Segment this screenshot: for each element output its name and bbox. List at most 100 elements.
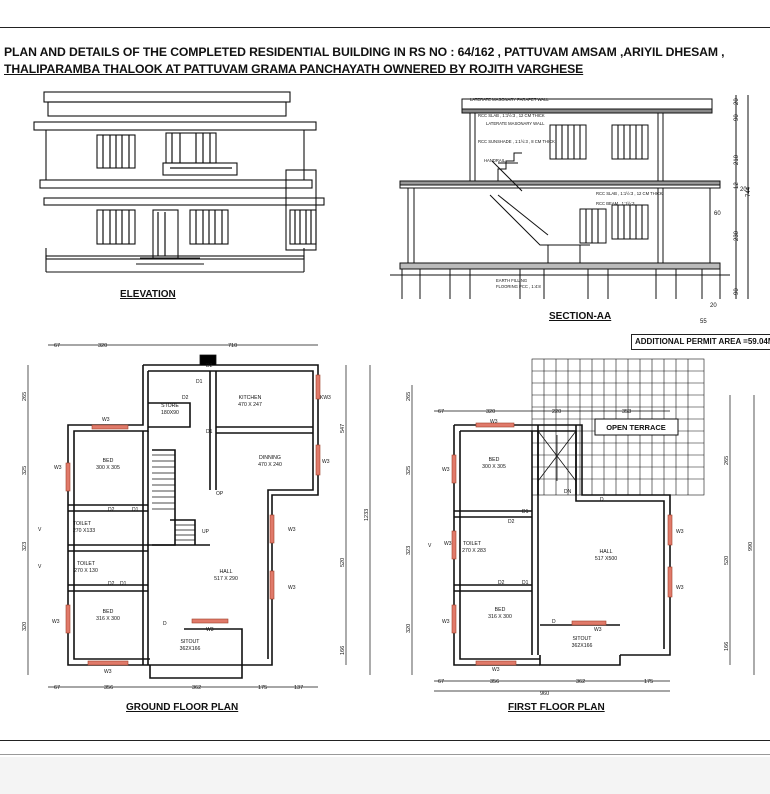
section-note-sunshade: RCC SUNSHADE , 1:1½:3 , 8 CM THICK [478,139,555,144]
gf-vent-tag: V [38,564,42,570]
ff-window-tag: W3 [676,529,684,535]
gf-dim: 520 [340,558,346,567]
section-dim: 90 [734,114,740,121]
ff-toilet-size: 270 X 283 [462,548,486,554]
gf-door-tag: D1 [206,429,213,435]
first-floor-caption: FIRST FLOOR PLAN [508,702,605,713]
section-dim: 12 [734,182,740,189]
section-note-beam: RCC BEAM , 1:1½:3 [596,201,635,206]
section-note-flooring: FLOORING PCC , 1:4:8 [496,284,541,289]
ff-door-tag: D1 [522,509,529,515]
ff-dim: 362 [576,679,585,685]
ff-stair-down-tag: DN [564,489,572,495]
gf-kitchen-label: KITCHEN [239,395,262,401]
ff-dim: 67 [438,409,444,415]
ff-dim: 265 [406,392,412,401]
elevation-caption: ELEVATION [120,289,176,300]
gf-dim: 362 [192,685,201,691]
section-dim: 90 [734,288,740,295]
ff-door-tag: D2 [508,519,515,525]
gf-dim: 67 [54,685,60,691]
gf-sitout-label: SITOUT [181,639,201,645]
gf-toilet1-label: TOILET [73,521,92,527]
section-dim: 20 [740,187,747,193]
gf-store-label: STORE [161,403,179,409]
gf-door-tag: D2 [206,363,213,369]
section-note-earth-filling: EARTH FILLING [496,278,527,283]
gf-dim: 323 [22,542,28,551]
ff-door-tag: D2 [498,580,505,586]
gf-kitchen-size: 470 X 247 [238,402,262,408]
gf-stair-up-tag: UP [202,529,210,535]
ff-dim: 990 [748,542,754,551]
gf-dim: 1233 [364,509,370,521]
bottom-border-line-2 [0,754,770,755]
gf-door-tag: D2 [108,507,115,513]
gf-hall-size: 517 X 290 [214,576,238,582]
drawing-title-line2: THALIPARAMBA THALOOK AT PATTUVAM GRAMA P… [4,62,584,76]
gf-dim: 137 [294,685,303,691]
top-border-line [0,27,770,28]
gf-hall-label: HALL [220,569,233,575]
section-note-slab-mid: RCC SLAB , 1:1½:3 , 12 CM THICK [596,191,663,196]
gf-dim: 67 [54,343,60,349]
gf-door-tag: D1 [120,581,127,587]
gf-window-tag: W3 [288,585,296,591]
gf-door-tag: D1 [132,507,139,513]
ff-dim: 323 [406,546,412,555]
section-note-laterite-wall: LATERATE MASONARY WALL [486,121,545,126]
ff-window-tag: W3 [442,467,450,473]
ff-window-tag: W3 [492,667,500,673]
gf-window-tag: W3 [206,627,214,633]
gf-dim: 325 [22,466,28,475]
section-note-parapet: LATERATE MASONARY PARAPET WALL [470,97,549,102]
gf-vent-tag: V [38,527,42,533]
ff-sitout-size: 362X166 [572,643,593,649]
gf-dim: 547 [340,424,346,433]
section-dim: 20 [710,303,717,309]
gf-dim: 710 [228,343,237,349]
gf-dim: 166 [340,646,346,655]
bottom-border-line [0,740,770,741]
gf-window-tag: W3 [288,527,296,533]
gf-dim: 175 [258,685,267,691]
ff-open-terrace-label: OPEN TERRACE [606,423,666,432]
ff-dim: 325 [406,466,412,475]
ff-bed2-label: BED [495,607,506,613]
ground-floor-caption: GROUND FLOOR PLAN [126,702,239,713]
gf-bed1-label: BED [103,458,114,464]
ground-floor-plan: KITCHEN 470 X 247 STORE 180X90 DINNING 4… [22,343,371,691]
gf-window-tag: KW3 [320,395,331,401]
gf-bed1-size: 300 X 305 [96,465,120,471]
gf-door-tag: D1 [196,379,203,385]
permit-area-label: ADDITIONAL PERMIT AREA =59.04M [631,334,770,350]
ff-dim: 960 [540,691,549,697]
ff-window-tag: W3 [594,627,602,633]
gf-dim: 265 [22,392,28,401]
section-dim: 230 [734,230,740,241]
ff-dim: 320 [406,624,412,633]
gf-dinning-size: 470 X 240 [258,462,282,468]
ff-dim: 220 [552,409,561,415]
gf-opening-tag: OP [216,491,224,497]
ff-hall-size: 517 X500 [595,556,617,562]
gf-toilet2-label: TOILET [77,561,96,567]
gf-dim: 320 [98,343,107,349]
ff-window-tag: W3 [490,419,498,425]
ff-dim: 520 [724,556,730,565]
gf-window-tag: W3 [52,619,60,625]
gf-sitout-size: 362X166 [180,646,201,652]
ff-dim: 265 [724,456,730,465]
ff-dim: 320 [486,409,495,415]
ff-door-tag: D [552,619,556,625]
ff-sitout-label: SITOUT [573,636,593,642]
first-floor-plan: BED 300 X 305 TOILET 270 X 283 HALL 517 … [406,358,755,697]
ff-dim: 175 [644,679,653,685]
section-drawing: LATERATE MASONARY PARAPET WALL RCC SLAB … [390,95,752,325]
ff-dim: 67 [438,679,444,685]
gf-window-tag: W3 [54,465,62,471]
ff-dim: 166 [724,642,730,651]
ff-bed1-label: BED [489,457,500,463]
gf-door-tag: D [163,621,167,627]
gf-store-size: 180X90 [161,410,179,416]
